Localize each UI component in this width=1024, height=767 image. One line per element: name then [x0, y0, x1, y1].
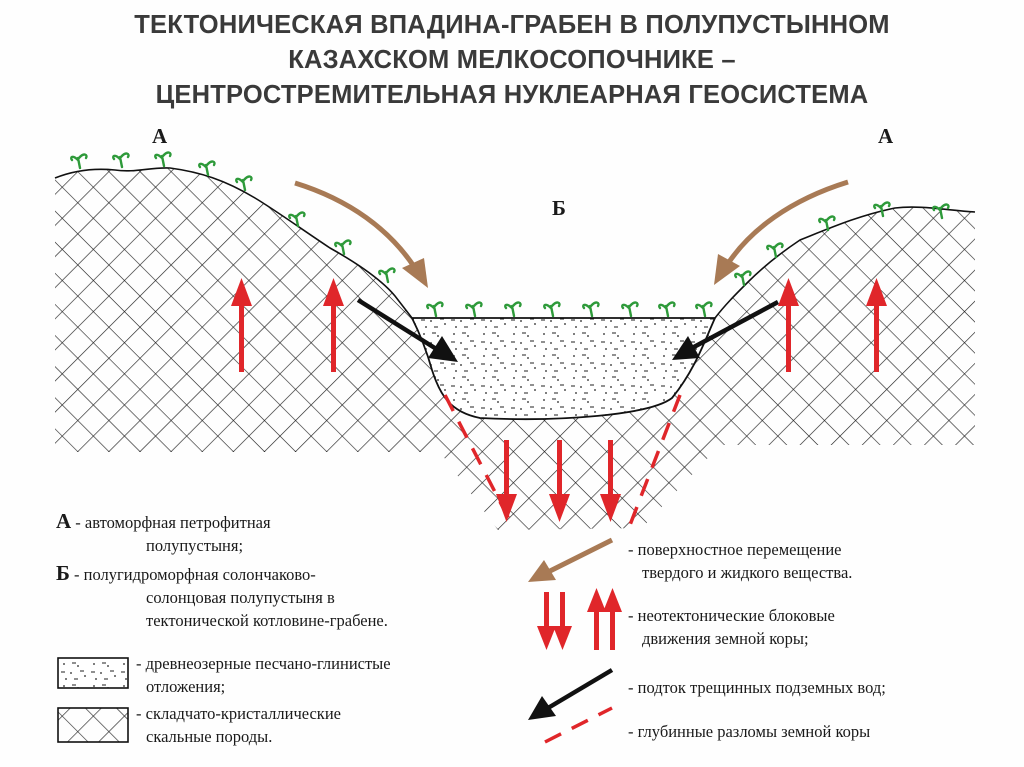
legend-rock-line1: - складчато-кристаллические — [136, 704, 341, 723]
legend-a-letter: А — [56, 509, 72, 533]
legend-rock: - складчато-кристаллические скальные пор… — [136, 702, 341, 748]
legend-surface-flow: - поверхностное перемещение твердого и ж… — [628, 538, 852, 584]
plant-icon — [504, 301, 522, 318]
legend-neotect-line2: движения земной коры; — [642, 629, 809, 648]
legend-a: А - автоморфная петрофитная полупустыня; — [56, 510, 271, 557]
legend-groundwater: - подток трещинных подземных вод; — [628, 676, 886, 699]
legend-a-line1: - автоморфная петрофитная — [75, 513, 271, 532]
legend-faults-text: - глубинные разломы земной коры — [628, 722, 871, 741]
legend-a-line2: полупустыня; — [146, 536, 244, 555]
legend-b: Б - полугидроморфная солончаково- солонц… — [56, 562, 388, 632]
plant-icons — [70, 151, 950, 318]
plant-icon — [818, 215, 836, 232]
legend-surface-line1: - поверхностное перемещение — [628, 540, 842, 559]
uplift-arrows — [231, 278, 887, 372]
lake-sediment-basin — [410, 317, 717, 420]
plant-icon — [426, 301, 444, 318]
surface-flow-arrows — [294, 179, 849, 288]
plant-icon — [582, 301, 600, 318]
plant-icon — [465, 301, 483, 318]
plant-icon — [378, 267, 396, 284]
plant-icon — [288, 211, 306, 228]
legend-neotectonic: - неотектонические блоковые движения зем… — [628, 604, 835, 650]
groundwater-arrows — [356, 298, 780, 362]
legend-rock-swatch — [57, 707, 129, 743]
label-b-center: Б — [552, 196, 566, 220]
plant-icon — [70, 153, 88, 170]
legend-b-letter: Б — [56, 561, 70, 585]
plant-icon — [695, 301, 713, 318]
subsidence-arrows — [496, 440, 621, 522]
legend-fault-line — [544, 706, 613, 744]
plant-icon — [658, 301, 676, 318]
plant-icon — [621, 301, 639, 318]
legend-b-line2: солонцовая полупустыня в — [146, 588, 335, 607]
plant-icon — [112, 152, 130, 169]
plant-icon — [734, 270, 752, 287]
legend-rock-line2: скальные породы. — [146, 727, 273, 746]
title-line-1: ТЕКТОНИЧЕСКАЯ ВПАДИНА-ГРАБЕН В ПОЛУПУСТЫ… — [134, 11, 890, 39]
legend-sediment: - древнеозерные песчано-глинистые отложе… — [136, 652, 391, 698]
legend-faults: - глубинные разломы земной коры — [628, 720, 870, 743]
legend-sediment-line2: отложения; — [146, 677, 226, 696]
legend-groundwater-arrow — [528, 668, 614, 720]
legend-b-line3: тектонической котловине-грабене. — [146, 611, 388, 630]
plant-icon — [198, 160, 216, 177]
legend-sediment-swatch — [57, 657, 129, 689]
legend-sediment-line1: - древнеозерные песчано-глинистые — [136, 654, 391, 673]
legend-b-line1: - полугидроморфная солончаково- — [74, 565, 316, 584]
title-line-3: ЦЕНТРОСТРЕМИТЕЛЬНАЯ НУКЛЕАРНАЯ ГЕОСИСТЕМ… — [155, 81, 869, 109]
label-a-right: А — [878, 124, 894, 148]
title-line-2: КАЗАХСКОМ МЕЛКОСОПОЧНИКЕ – — [288, 46, 736, 74]
diagram-title: ТЕКТОНИЧЕСКАЯ ВПАДИНА-ГРАБЕН В ПОЛУПУСТЫ… — [0, 8, 1024, 113]
legend-neotect-line1: - неотектонические блоковые — [628, 606, 835, 625]
plant-icon — [766, 242, 784, 259]
plant-icon — [334, 239, 352, 256]
legend-groundwater-text: - подток трещинных подземных вод; — [628, 678, 886, 697]
legend-surface-line2: твердого и жидкого вещества. — [642, 563, 853, 582]
plant-icon — [543, 301, 561, 318]
legend-surface-flow-arrow — [528, 537, 614, 582]
plant-icon — [873, 201, 891, 218]
plant-icon — [154, 151, 172, 168]
plant-icon — [932, 203, 950, 220]
legend-tectonic-arrows — [537, 588, 622, 650]
label-a-left: А — [152, 124, 168, 148]
plant-icon — [235, 175, 253, 192]
